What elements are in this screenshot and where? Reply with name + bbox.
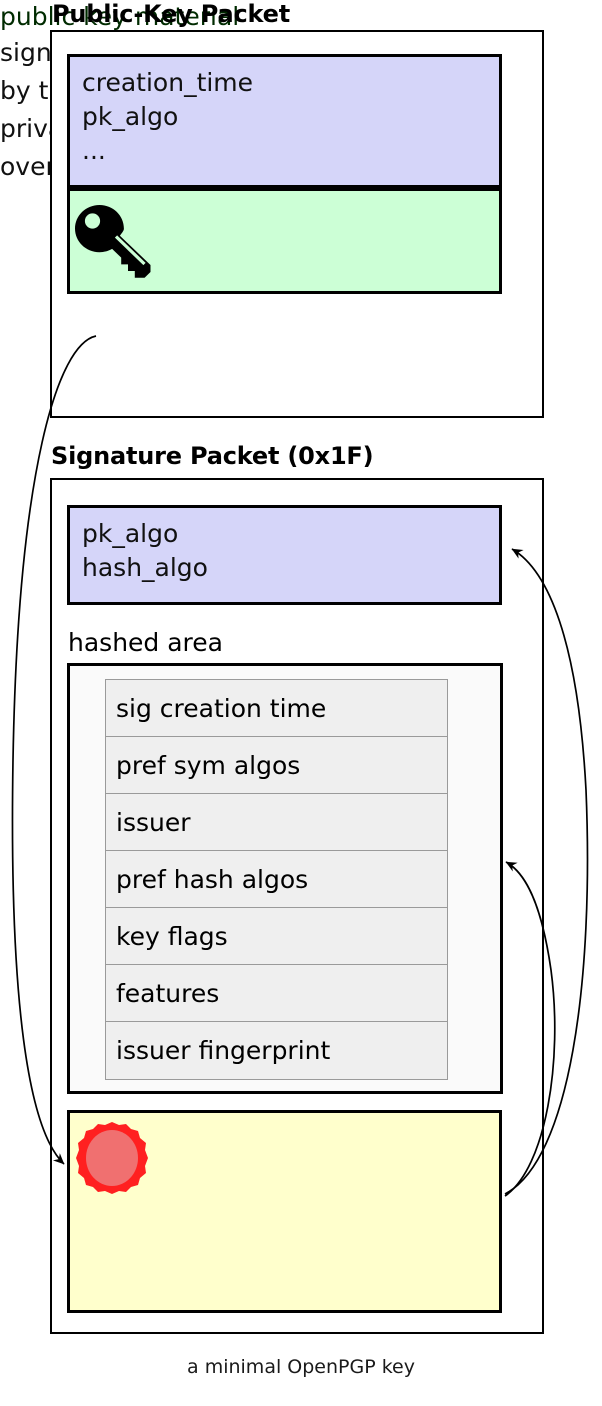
subpacket-row: sig creation time <box>106 680 447 737</box>
public-key-header-field-line-1: pk_algo <box>82 102 179 131</box>
hashed-area-label: hashed area <box>68 628 223 657</box>
subpacket-row: features <box>106 965 447 1022</box>
subpacket-row: pref sym algos <box>106 737 447 794</box>
public-key-header-field-line-2: ... <box>82 136 106 165</box>
public-key-packet-heading: Public-Key Packet <box>52 0 290 28</box>
subpacket-row: issuer <box>106 794 447 851</box>
signature-packet-heading: Signature Packet (0x1F) <box>51 442 374 470</box>
signature-header-field-line-1: hash_algo <box>82 553 208 582</box>
subpacket-row: pref hash algos <box>106 851 447 908</box>
wax-seal-icon <box>76 1122 148 1194</box>
subpacket-row: issuer fingerprint <box>106 1022 447 1079</box>
key-icon <box>75 205 151 278</box>
public-key-material-label: public key material <box>0 2 240 31</box>
subpacket-row: key flags <box>106 908 447 965</box>
public-key-header-field-line-0: creation_time <box>82 68 254 97</box>
public-key-header-box <box>67 54 502 188</box>
public-key-header-fields: creation_time pk_algo... <box>82 66 253 168</box>
diagram-caption: a minimal OpenPGP key <box>187 1356 415 1378</box>
signature-header-fields: pk_algo hash_algo <box>82 517 208 585</box>
signature-header-field-line-0: pk_algo <box>82 519 179 548</box>
